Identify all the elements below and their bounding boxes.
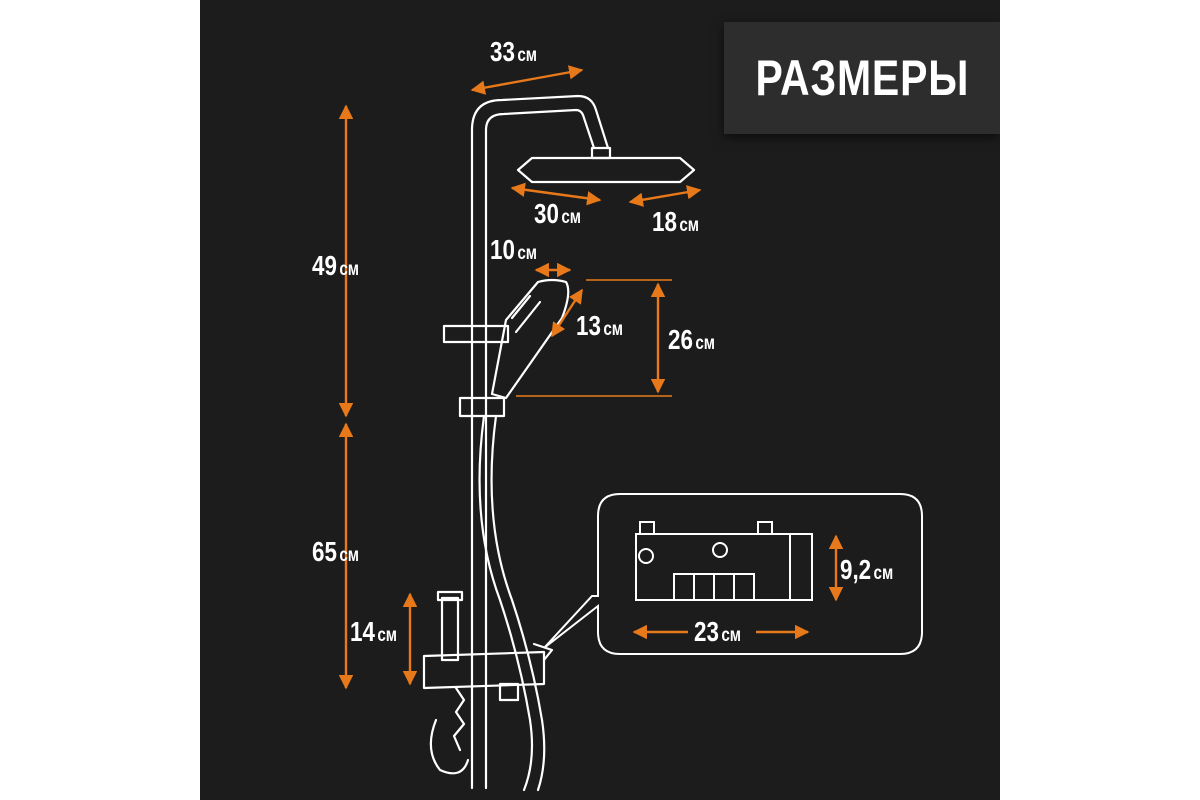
hose [478, 414, 534, 792]
left-dial [638, 548, 654, 564]
mixer-panel [789, 533, 813, 601]
center-dial [712, 542, 728, 558]
top-arm [470, 94, 610, 150]
hand-holder [442, 324, 510, 344]
callout-frame [543, 493, 923, 655]
main-rod [470, 128, 488, 790]
coil-hose [429, 686, 470, 775]
mixer-body [422, 650, 546, 690]
rain-head [516, 156, 696, 184]
bracket [532, 642, 554, 662]
spout [436, 590, 464, 662]
top-knob-right [757, 521, 773, 535]
title-box: РАЗМЕРЫ [724, 22, 1000, 134]
head-connector [590, 146, 612, 160]
mixer-callout [543, 493, 923, 655]
dimension-lines [338, 65, 844, 690]
dim-line-top-arm [470, 65, 584, 95]
dim-line-head-depth [628, 185, 702, 207]
slider [458, 396, 506, 418]
dim-line-hand-length [550, 288, 584, 338]
top-knob-left [639, 521, 655, 535]
page-title: РАЗМЕРЫ [755, 50, 969, 106]
dim-line-head-width [510, 182, 602, 206]
shower-column-outline [422, 94, 696, 792]
hand-shower [490, 278, 570, 400]
shower-system-drawing [338, 65, 923, 792]
